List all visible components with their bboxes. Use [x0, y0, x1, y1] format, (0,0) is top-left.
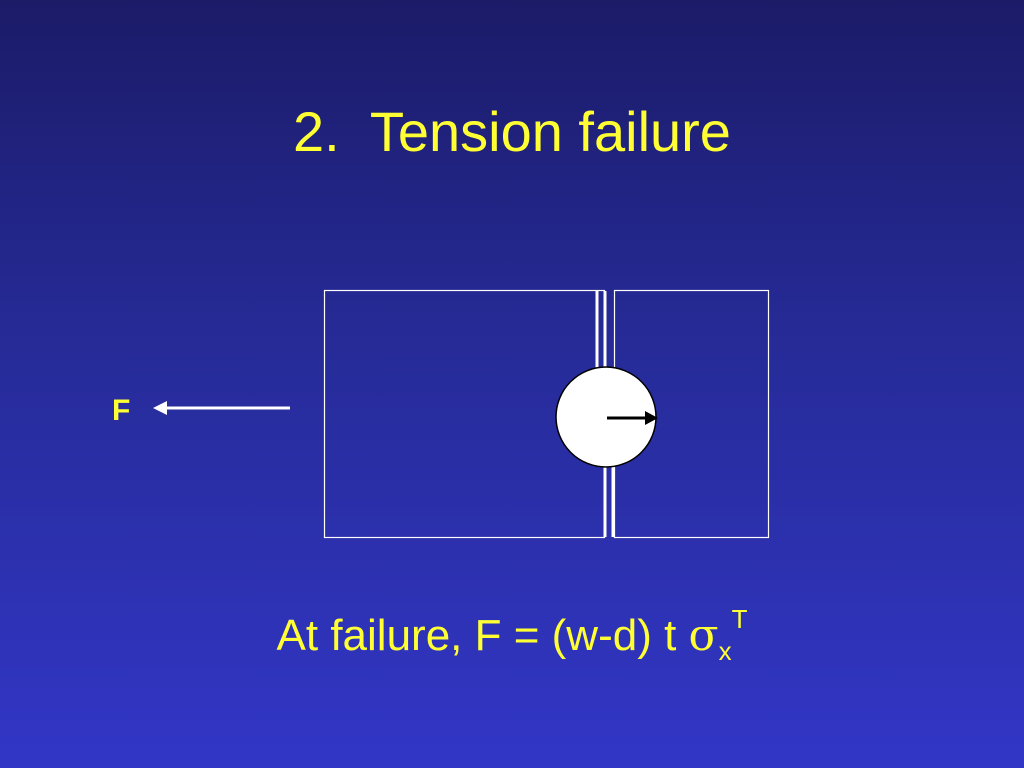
force-label: F — [112, 394, 131, 427]
formula-text: At failure, F = (w-d) t — [276, 611, 689, 660]
sigma-symbol: σ — [688, 610, 719, 661]
pin-force-arrow-head — [645, 411, 658, 425]
slide-title: 2. Tension failure — [293, 100, 731, 163]
formula-superscript: T — [731, 604, 748, 634]
failure-formula: At failure, F = (w-d) t σxT — [0, 606, 1024, 666]
applied-force-arrow-head — [153, 401, 167, 415]
formula-subscript: x — [718, 636, 732, 666]
